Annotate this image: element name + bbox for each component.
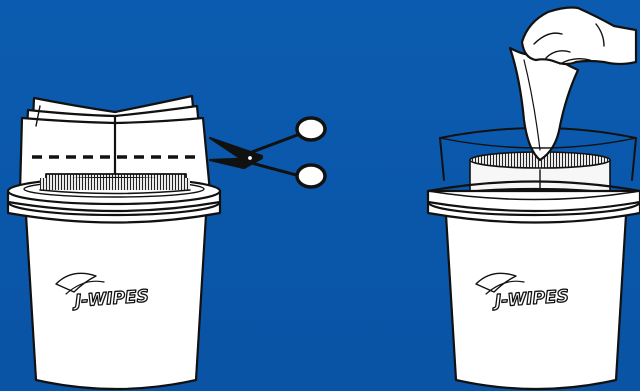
bucket-icon [8, 178, 220, 389]
bucket-icon [428, 182, 640, 390]
